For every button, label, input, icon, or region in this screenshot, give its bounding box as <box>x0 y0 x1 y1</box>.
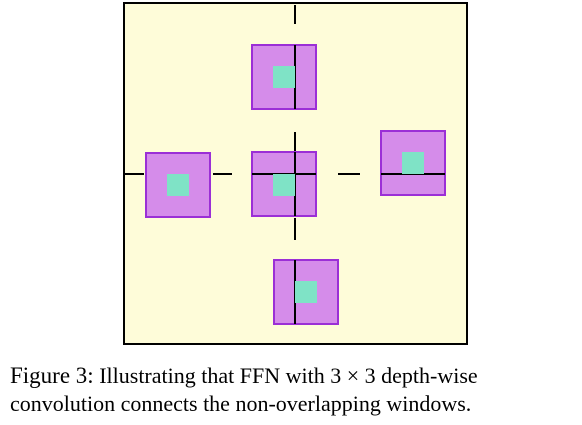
conv-window <box>380 130 446 196</box>
window-bottom <box>273 259 339 325</box>
window-center <box>251 151 317 217</box>
partition-lines <box>125 5 360 240</box>
kernel-center <box>402 152 424 174</box>
caption-label: Figure 3: <box>10 363 94 388</box>
kernel-center <box>295 281 317 303</box>
caption-line-1: Figure 3: Illustrating that FFN with 3 ×… <box>10 362 578 390</box>
kernel-center <box>273 174 295 196</box>
caption-text-1: Illustrating that FFN with 3 × 3 depth-w… <box>99 363 478 388</box>
window-right <box>380 130 446 196</box>
figure-caption: Figure 3: Illustrating that FFN with 3 ×… <box>10 362 578 418</box>
figure-diagram <box>123 2 468 345</box>
window-left <box>145 152 211 218</box>
kernel-center <box>167 174 189 196</box>
window-top <box>251 44 317 110</box>
kernel-center <box>273 66 295 88</box>
caption-line-2: convolution connects the non-overlapping… <box>10 391 472 416</box>
